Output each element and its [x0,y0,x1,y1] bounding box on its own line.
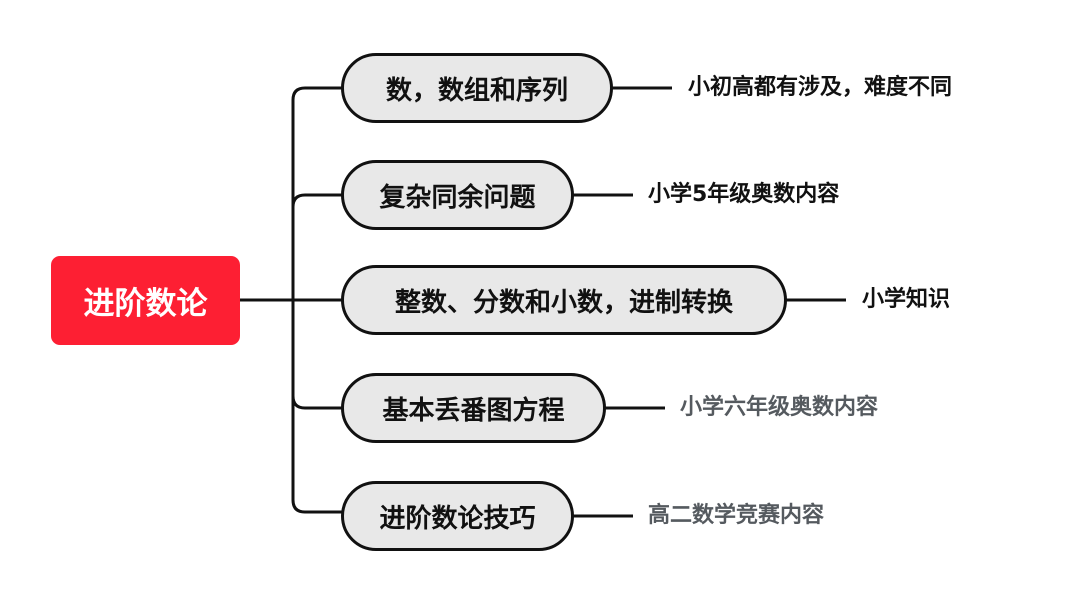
branch-label: 复杂同余问题 [379,182,536,213]
note-label: 高二数学竞赛内容 [648,503,825,528]
branch-node-complex-congruence[interactable]: 复杂同余问题 [341,160,574,230]
branch-label: 整数、分数和小数，进制转换 [394,287,733,318]
branch-node-numbers-arrays-sequences[interactable]: 数，数组和序列 [341,53,613,123]
note-label: 小学知识 [862,287,951,312]
note-label: 小学六年级奥数内容 [680,395,879,420]
branch-label: 进阶数论技巧 [379,503,536,534]
branch-node-advanced-techniques[interactable]: 进阶数论技巧 [341,481,574,551]
branch-label: 基本丢番图方程 [382,395,565,426]
note-label: 小初高都有涉及，难度不同 [688,75,953,100]
branch-node-diophantine-equations[interactable]: 基本丢番图方程 [341,373,606,443]
branch-label: 数，数组和序列 [385,75,568,106]
branch-node-integers-fractions-decimals[interactable]: 整数、分数和小数，进制转换 [341,265,787,335]
root-node[interactable]: 进阶数论 [51,256,240,345]
note-label: 小学5年级奥数内容 [648,182,840,207]
root-label: 进阶数论 [83,286,208,322]
